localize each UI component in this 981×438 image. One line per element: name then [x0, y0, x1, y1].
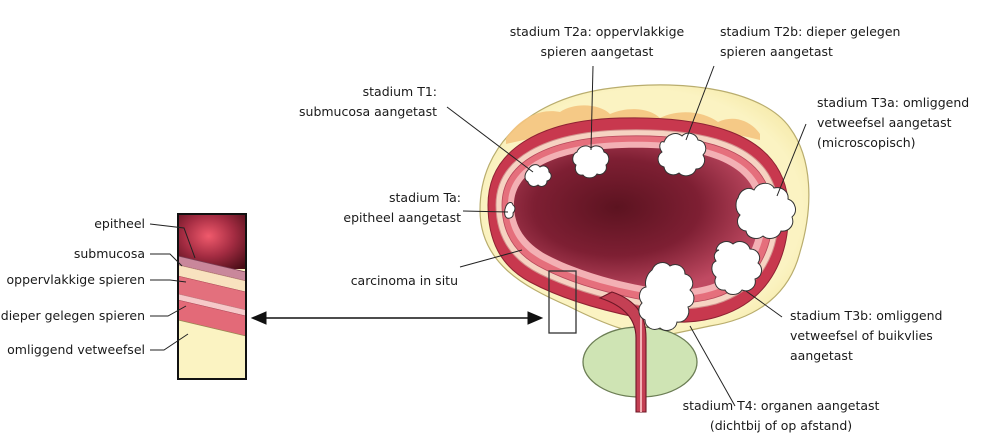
tumour-t3b — [711, 241, 763, 295]
label-dieper-gelegen-spieren: dieper gelegen spieren — [0, 308, 145, 323]
label-omliggend-vetweefsel: omliggend vetweefsel — [7, 342, 145, 357]
label-stage-t1: stadium T1:submucosa aangetast — [299, 84, 437, 119]
label-stage-t4: stadium T4: organen aangetast(dichtbij o… — [682, 398, 880, 433]
inset-leader-lines — [149, 223, 196, 351]
tumour-ta — [504, 202, 516, 219]
label-stage-ta: stadium Ta:epitheel aangetast — [343, 190, 461, 225]
label-carcinoma-in-situ: carcinoma in situ — [350, 273, 458, 288]
link-arrow — [250, 311, 544, 325]
bladder — [479, 84, 810, 413]
wall-cross-section-inset — [177, 213, 247, 380]
wall-section-marker — [548, 270, 577, 334]
label-oppervlakkige-spieren: oppervlakkige spieren — [6, 272, 145, 287]
urethra — [598, 291, 647, 413]
tumour-t2b — [657, 132, 707, 177]
stage-leader-lines — [446, 65, 807, 407]
tumours — [504, 132, 796, 331]
label-epitheel: epitheel — [94, 216, 145, 231]
tumour-t3a — [735, 182, 796, 239]
tumour-t4 — [638, 262, 695, 331]
tumour-t2a — [572, 145, 610, 179]
bladder-lumen — [514, 147, 759, 290]
tumour-t1 — [524, 164, 552, 187]
label-submucosa: submucosa — [73, 246, 145, 261]
